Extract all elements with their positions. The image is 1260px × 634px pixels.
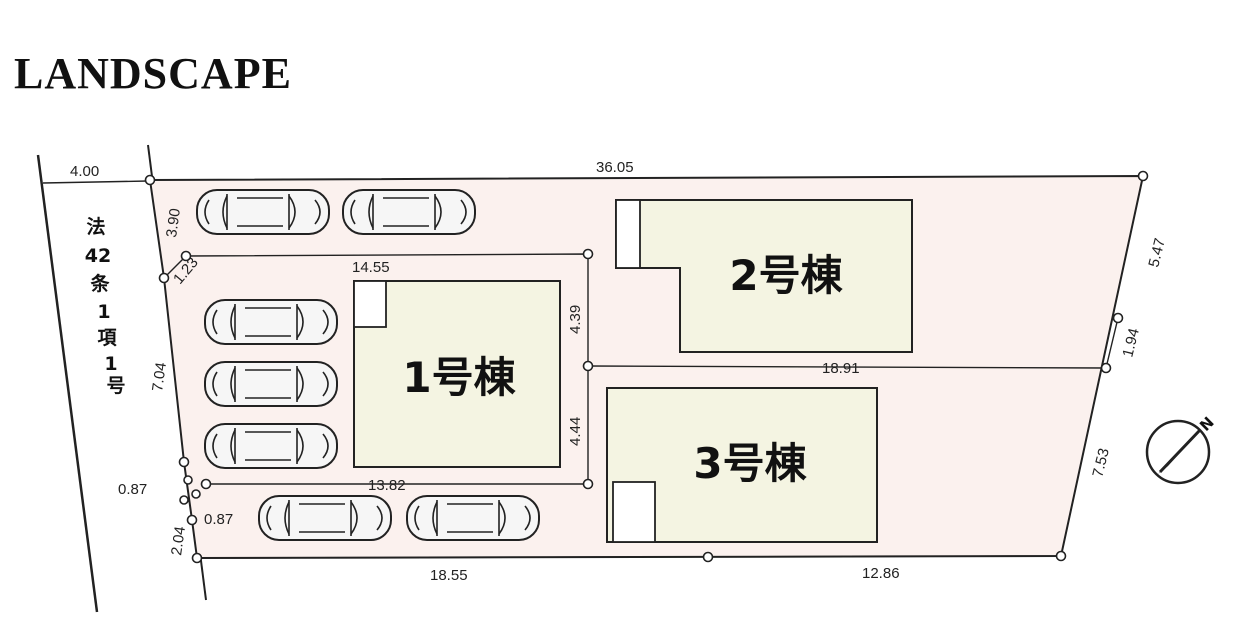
- road-label-char: 法: [86, 215, 105, 238]
- lot-divider-line: [587, 365, 1107, 369]
- dim-right-top: 5.47: [1145, 237, 1169, 269]
- survey-point: [158, 272, 170, 284]
- survey-point: [186, 514, 198, 526]
- building-2: 2号棟: [615, 199, 913, 353]
- dim-left-bottom: 2.04: [168, 525, 189, 556]
- survey-point: [179, 495, 189, 505]
- dim-lot-divider: 18.91: [822, 360, 860, 377]
- survey-point: [191, 489, 201, 499]
- building-3: 3号棟: [606, 387, 878, 543]
- car-icon: [342, 189, 476, 235]
- survey-point: [702, 551, 714, 563]
- survey-point: [1112, 312, 1124, 324]
- building-1-label: 1号棟: [402, 353, 516, 402]
- car-icon: [406, 495, 540, 541]
- survey-point: [180, 250, 192, 262]
- page-title: LANDSCAPE: [14, 49, 292, 98]
- building-3-label: 3号棟: [693, 439, 807, 488]
- survey-point: [1100, 362, 1112, 374]
- survey-point: [582, 360, 594, 372]
- car-icon: [204, 361, 338, 407]
- dim-left-mid: 7.04: [149, 361, 170, 392]
- car-icon: [204, 299, 338, 345]
- road-width-line: [42, 180, 149, 184]
- dim-right-mid: 1.94: [1119, 327, 1143, 359]
- compass-icon: N: [1145, 413, 1218, 485]
- road-label-char: 項: [97, 327, 117, 349]
- survey-point: [144, 174, 156, 186]
- dim-corner-a: 0.87: [118, 481, 147, 498]
- dim-bottom-left: 18.55: [430, 567, 468, 584]
- survey-point: [1055, 550, 1067, 562]
- dim-right-bottom: 7.53: [1089, 447, 1113, 479]
- lot2-right-edge: [1105, 317, 1119, 369]
- survey-point: [582, 478, 594, 490]
- road-label-char: 条: [90, 272, 110, 295]
- dim-bottom-right: 12.86: [862, 565, 900, 582]
- survey-point: [178, 456, 190, 468]
- building-1: 1号棟: [353, 280, 561, 468]
- dim-lot1-bottom: 13.82: [368, 477, 406, 494]
- dim-lot1-top: 14.55: [352, 259, 390, 276]
- dim-lot1-right-upper: 4.39: [567, 305, 584, 334]
- survey-point: [1137, 170, 1149, 182]
- road-label-char: 号: [106, 375, 125, 397]
- survey-points: [144, 170, 1149, 564]
- survey-point: [183, 475, 193, 485]
- survey-point: [582, 248, 594, 260]
- survey-point: [191, 552, 203, 564]
- survey-point: [200, 478, 212, 490]
- bottom-midline: [196, 555, 1062, 559]
- dim-lot1-right-lower: 4.44: [567, 417, 584, 446]
- dim-left-top: 3.90: [163, 207, 184, 238]
- road-label-char: 1: [97, 301, 110, 323]
- building-2-label: 2号棟: [729, 251, 843, 300]
- road-label-char: 42: [85, 245, 111, 267]
- road-edge-outer: [36, 154, 99, 613]
- road-label-char: 1: [104, 353, 117, 375]
- car-icon: [204, 423, 338, 469]
- dim-top: 36.05: [596, 159, 634, 176]
- dim-corner-b: 0.87: [204, 511, 233, 528]
- car-icon: [258, 495, 392, 541]
- car-icon: [196, 189, 330, 235]
- road-width-label: 4.00: [70, 163, 99, 180]
- road-regulation-label: 法 42 条 1 項 1 号: [85, 215, 126, 397]
